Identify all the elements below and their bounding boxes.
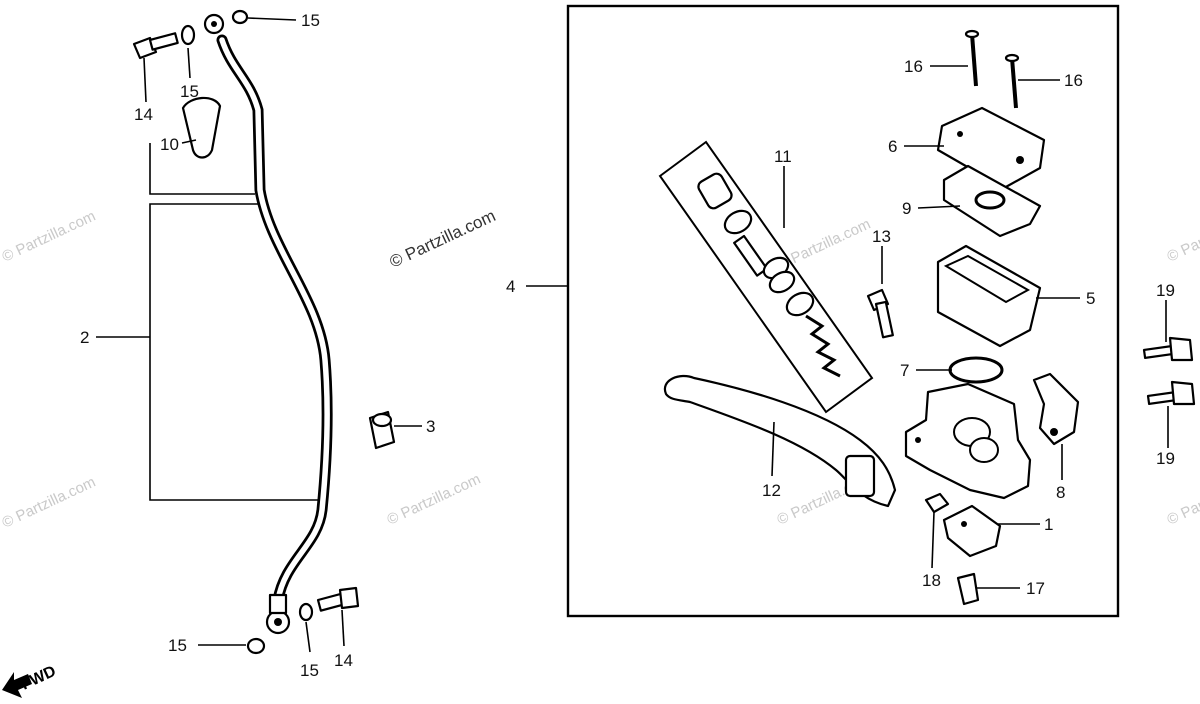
brake-hose bbox=[216, 34, 333, 606]
callout-15: 15 bbox=[180, 82, 199, 101]
cap-screw-hole bbox=[957, 131, 963, 137]
callout-3: 3 bbox=[426, 417, 435, 436]
callout-5: 5 bbox=[1086, 289, 1095, 308]
callout-17: 17 bbox=[1026, 579, 1045, 598]
sealing-washer-upper-1 bbox=[180, 24, 196, 46]
lever-pivot-boss bbox=[844, 454, 876, 498]
o-ring bbox=[948, 356, 1004, 384]
hose-lower-eye-hole bbox=[274, 618, 282, 626]
callout-15: 15 bbox=[300, 661, 319, 680]
nut bbox=[924, 492, 950, 514]
switch-screw bbox=[956, 572, 980, 606]
piston-spring bbox=[805, 314, 841, 378]
hose-bracket bbox=[149, 203, 318, 501]
leader-lines bbox=[96, 17, 1169, 653]
watermark: © Partzilla.com bbox=[775, 216, 874, 274]
callout-15: 15 bbox=[168, 636, 187, 655]
holder bbox=[1032, 372, 1080, 446]
watermark: © Partzilla.com bbox=[385, 471, 484, 529]
hose-lower-fitting bbox=[268, 593, 288, 615]
callout-12: 12 bbox=[762, 481, 781, 500]
hose-clamp-top bbox=[371, 412, 393, 428]
callout-10: 10 bbox=[160, 135, 179, 154]
callout-8: 8 bbox=[1056, 483, 1065, 502]
oil-bolt-lower bbox=[316, 586, 360, 612]
boot bbox=[181, 96, 222, 159]
callout-19: 19 bbox=[1156, 449, 1175, 468]
cap-screw-hole bbox=[1016, 156, 1024, 164]
reservoir-opening bbox=[943, 254, 1031, 304]
callout-1: 1 bbox=[1044, 515, 1053, 534]
callout-7: 7 bbox=[900, 361, 909, 380]
callout-13: 13 bbox=[872, 227, 891, 246]
sealing-washer-upper-2 bbox=[231, 9, 249, 25]
callout-6: 6 bbox=[888, 137, 897, 156]
oil-bolt-upper bbox=[132, 32, 179, 60]
sealing-washer-lower-2 bbox=[298, 602, 314, 622]
callout-14: 14 bbox=[334, 651, 353, 670]
switch-hole bbox=[961, 521, 967, 527]
body-hole bbox=[915, 437, 921, 443]
watermark: © Partzilla.com bbox=[1165, 208, 1200, 266]
piston-set-parts bbox=[697, 172, 841, 378]
callout-4: 4 bbox=[506, 277, 515, 296]
watermark-primary: © Partzilla.com bbox=[387, 206, 499, 272]
watermark: © Partzilla.com bbox=[0, 474, 98, 532]
assembly-frame bbox=[566, 4, 1120, 618]
master-cylinder-port bbox=[969, 437, 999, 463]
pivot-bolt bbox=[866, 288, 894, 339]
callout-labels: 15 15 14 10 2 3 15 15 14 4 11 12 13 16 1… bbox=[80, 11, 1175, 680]
sealing-washer-lower-1 bbox=[246, 637, 266, 655]
diaphragm-bellows bbox=[974, 190, 1006, 210]
watermark: © Partzilla.com bbox=[1165, 471, 1200, 529]
forward-arrow: FWD bbox=[2, 663, 59, 698]
reservoir bbox=[936, 244, 1042, 348]
callout-2: 2 bbox=[80, 328, 89, 347]
reservoir-cap bbox=[936, 106, 1046, 190]
boot-bracket bbox=[149, 143, 255, 195]
callout-11: 11 bbox=[774, 147, 792, 166]
fwd-label: FWD bbox=[19, 663, 59, 694]
callout-19: 19 bbox=[1156, 281, 1175, 300]
callout-18: 18 bbox=[922, 571, 941, 590]
callout-16: 16 bbox=[904, 57, 923, 76]
callout-16: 16 bbox=[1064, 71, 1083, 90]
holder-hole bbox=[1050, 428, 1058, 436]
callout-9: 9 bbox=[902, 199, 911, 218]
bolts-19 bbox=[1142, 336, 1196, 406]
diaphragm bbox=[942, 164, 1042, 238]
watermark: © Partzilla.com bbox=[0, 208, 98, 266]
hose-upper-eye-hole bbox=[211, 21, 217, 27]
callout-14: 14 bbox=[134, 105, 153, 124]
brake-light-switch bbox=[942, 504, 1002, 558]
brake-hose-highlight bbox=[219, 37, 330, 603]
brake-lever bbox=[663, 374, 897, 508]
piston-set-box bbox=[658, 140, 874, 414]
screws-16 bbox=[964, 29, 1020, 109]
callout-15: 15 bbox=[301, 11, 320, 30]
forward-arrow-icon bbox=[2, 672, 32, 698]
